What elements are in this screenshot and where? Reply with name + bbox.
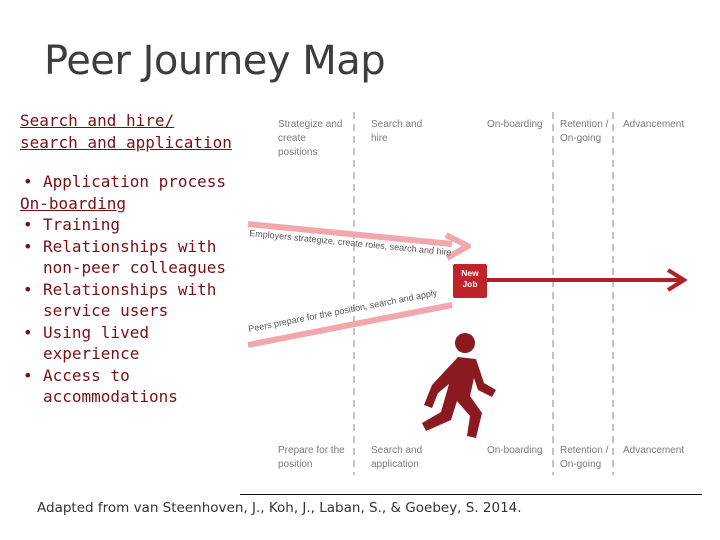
section-heading-search[interactable]: Search and hire/ search and application: [20, 111, 232, 152]
advancement-arrow: [480, 268, 688, 292]
top-stage-search-hire: Search and hire: [371, 119, 423, 144]
section-heading-onboarding[interactable]: On-boarding: [20, 193, 126, 213]
list-item: Application process: [20, 171, 240, 193]
top-stage-retention: Retention / On-going: [560, 119, 609, 144]
bottom-stage-retention: Retention / On-going: [560, 445, 609, 470]
list-item: Relationships with service users: [20, 279, 240, 322]
bottom-stage-advancement: Advancement: [623, 445, 685, 456]
section2-list: Training Relationships with non-peer col…: [20, 214, 240, 408]
list-item: Access to accommodations: [20, 365, 240, 408]
list-item: Using lived experience: [20, 322, 240, 365]
footer-divider: [240, 494, 702, 495]
new-job-label: New Job: [461, 268, 479, 289]
walking-person-icon: [422, 333, 496, 438]
top-stage-strategize: Strategize and create positions: [278, 119, 343, 158]
peer-arrow: [247, 302, 453, 348]
section1-list: Application process: [20, 171, 240, 193]
list-item: Training: [20, 214, 240, 236]
left-text-panel: Search and hire/ search and application …: [20, 110, 240, 408]
list-item: Relationships with non-peer colleagues: [20, 236, 240, 279]
bottom-stage-prepare: Prepare for the position: [278, 445, 345, 470]
citation: Adapted from van Steenhoven, J., Koh, J.…: [37, 500, 522, 516]
employer-arrow: [247, 221, 471, 261]
new-job-box: [453, 264, 487, 298]
top-stage-advancement: Advancement: [623, 119, 685, 130]
page-title: Peer Journey Map: [44, 38, 386, 84]
top-stage-onboarding: On-boarding: [487, 119, 543, 130]
bottom-stage-onboarding: On-boarding: [487, 445, 543, 456]
stage-dividers: [353, 112, 614, 475]
bottom-stage-search-application: Search and application: [371, 445, 423, 470]
